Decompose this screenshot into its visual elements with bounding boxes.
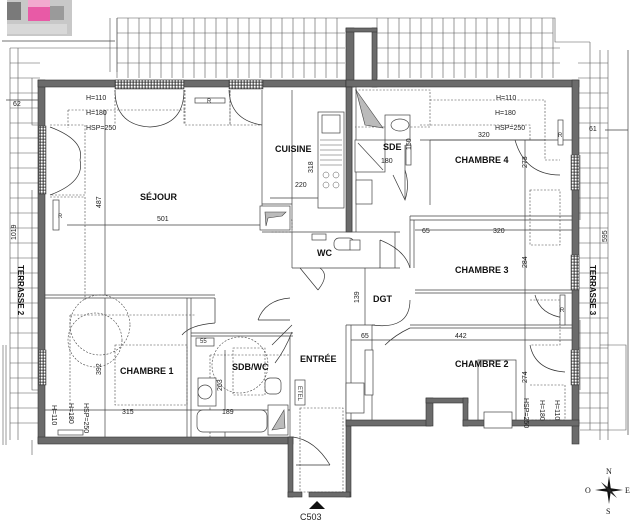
svg-text:H=180: H=180 <box>86 110 107 117</box>
room-label-chambre-4: CHAMBRE 4 <box>455 155 509 165</box>
interior-walls <box>45 86 572 437</box>
svg-text:487: 487 <box>96 196 103 208</box>
terrace-2-label: TERRASSE 2 <box>16 265 25 316</box>
svg-text:N: N <box>606 467 612 476</box>
svg-text:150: 150 <box>406 138 413 150</box>
svg-text:315: 315 <box>122 409 134 416</box>
logo <box>2 0 115 42</box>
svg-text:318: 318 <box>308 161 315 173</box>
svg-text:284: 284 <box>522 256 529 268</box>
room-label-chambre-1: CHAMBRE 1 <box>120 366 174 376</box>
svg-text:189: 189 <box>222 409 234 416</box>
room-labels: SÉJOUR CUISINE SDE CHAMBRE 4 CHAMBRE 3 C… <box>120 142 509 376</box>
svg-text:R: R <box>58 214 63 220</box>
svg-text:65: 65 <box>361 333 369 340</box>
svg-text:320: 320 <box>493 228 505 235</box>
compass-icon: N S E O <box>585 467 630 516</box>
room-label-cuisine: CUISINE <box>275 144 312 154</box>
svg-text:R: R <box>560 308 565 314</box>
svg-text:HSP=250: HSP=250 <box>82 403 89 433</box>
room-label-wc: WC <box>317 248 332 258</box>
height-annotations: H=110 H=180 HSP=250 H=110 H=180 HSP=250 … <box>50 95 560 433</box>
svg-text:H=110: H=110 <box>553 400 560 420</box>
terrace-2-grid <box>2 62 40 455</box>
entrance-ref: C503 <box>300 512 322 522</box>
doors <box>49 89 566 466</box>
svg-text:H=110: H=110 <box>50 405 57 425</box>
svg-text:595: 595 <box>602 230 609 242</box>
svg-text:180: 180 <box>381 158 393 165</box>
room-label-sde: SDE <box>383 142 402 152</box>
fixtures <box>52 89 566 436</box>
svg-text:H=110: H=110 <box>86 95 106 102</box>
svg-text:H=110: H=110 <box>496 95 516 102</box>
room-label-dgt: DGT <box>373 294 393 304</box>
svg-text:H=180: H=180 <box>495 110 516 117</box>
svg-text:R: R <box>207 99 212 105</box>
svg-text:H=180: H=180 <box>67 403 74 424</box>
room-label-chambre-2: CHAMBRE 2 <box>455 359 509 369</box>
svg-text:220: 220 <box>295 182 307 189</box>
svg-text:O: O <box>585 486 591 495</box>
svg-text:65: 65 <box>422 228 430 235</box>
svg-text:ETEL: ETEL <box>296 386 302 402</box>
room-label-chambre-3: CHAMBRE 3 <box>455 265 509 275</box>
svg-text:442: 442 <box>455 333 467 340</box>
terrace-3-label: TERRASSE 3 <box>588 265 597 316</box>
svg-text:H=180: H=180 <box>538 400 545 421</box>
svg-text:55: 55 <box>200 339 207 345</box>
svg-text:320: 320 <box>478 132 490 139</box>
svg-text:274: 274 <box>522 371 529 383</box>
dimension-lines <box>6 50 629 437</box>
svg-text:61: 61 <box>589 126 597 133</box>
svg-text:139: 139 <box>354 291 361 303</box>
svg-text:HSP=250: HSP=250 <box>86 125 116 132</box>
dimension-labels: 62 1019 61 595 487 501 318 220 150 180 3… <box>11 101 609 416</box>
svg-text:S: S <box>606 507 610 516</box>
svg-text:1019: 1019 <box>11 224 18 240</box>
svg-text:R: R <box>558 133 563 139</box>
svg-text:263: 263 <box>217 379 224 391</box>
svg-text:HSP=250: HSP=250 <box>495 125 525 132</box>
terrace-3-grid <box>578 42 627 440</box>
room-label-sejour: SÉJOUR <box>140 192 178 202</box>
svg-text:392: 392 <box>96 363 103 375</box>
room-label-entree: ENTRÉE <box>300 354 337 364</box>
svg-text:HSP=250: HSP=250 <box>522 398 529 428</box>
fixture-labels: R R R R ETEL <box>58 99 565 402</box>
windows <box>38 79 580 386</box>
svg-text:E: E <box>625 486 630 495</box>
svg-text:273: 273 <box>522 156 529 168</box>
svg-text:501: 501 <box>157 216 169 223</box>
entrance-marker: C503 <box>300 501 325 522</box>
room-label-sdb-wc: SDB/WC <box>232 362 269 372</box>
svg-text:62: 62 <box>13 101 21 108</box>
